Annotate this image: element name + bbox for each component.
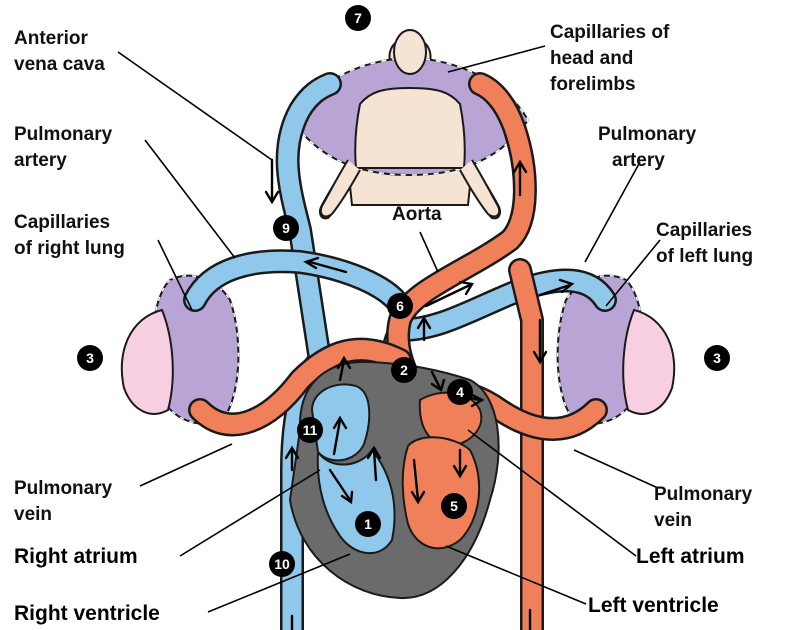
label-pulmonary-artery-left: Pulmonary artery: [14, 124, 113, 171]
label-pulmonary-vein-right: Pulmonary vein: [654, 484, 753, 531]
svg-text:7: 7: [354, 10, 362, 26]
step-badge-3-right: 3: [704, 345, 730, 371]
anterior-vena-cava-vessel: [275, 72, 342, 630]
leader-lines: [117, 45, 661, 613]
svg-text:Capillaries: Capillaries: [14, 212, 110, 233]
step-badge-11: 11: [297, 417, 323, 443]
svg-text:Capillaries of: Capillaries of: [550, 22, 670, 43]
step-badge-4: 4: [447, 379, 473, 405]
step-badge-1: 1: [355, 511, 381, 537]
svg-text:Pulmonary: Pulmonary: [14, 124, 113, 145]
svg-text:2: 2: [400, 362, 408, 378]
svg-text:5: 5: [450, 498, 458, 514]
svg-text:10: 10: [274, 556, 290, 572]
svg-text:9: 9: [282, 220, 290, 236]
svg-text:artery: artery: [14, 150, 67, 171]
label-right-atrium: Right atrium: [14, 545, 138, 568]
step-badge-6: 6: [387, 293, 413, 319]
step-badge-3-left: 3: [77, 345, 103, 371]
left-lung: [622, 308, 676, 415]
svg-text:artery: artery: [612, 150, 665, 171]
svg-text:vein: vein: [654, 510, 692, 531]
svg-text:Anterior: Anterior: [14, 28, 89, 49]
step-badge-9: 9: [273, 215, 299, 241]
label-aorta: Aorta: [392, 204, 442, 225]
label-capillaries-head: Capillaries of head and forelimbs: [550, 22, 670, 95]
label-pulmonary-artery-right: Pulmonary artery: [598, 124, 697, 171]
svg-text:of right lung: of right lung: [14, 238, 125, 259]
svg-text:Pulmonary: Pulmonary: [654, 484, 753, 505]
svg-text:Pulmonary: Pulmonary: [598, 124, 697, 145]
step-badge-10: 10: [269, 551, 295, 577]
left-ventricle-chamber: [401, 436, 481, 550]
svg-text:6: 6: [396, 298, 404, 314]
label-right-ventricle: Right ventricle: [14, 602, 160, 625]
flow-arrows: [264, 158, 575, 630]
svg-text:head and: head and: [550, 48, 633, 69]
svg-text:Capillaries: Capillaries: [656, 220, 752, 241]
right-lung: [120, 308, 174, 415]
svg-text:1: 1: [364, 516, 372, 532]
label-left-atrium: Left atrium: [636, 545, 745, 568]
svg-text:vein: vein: [14, 504, 52, 525]
svg-text:3: 3: [713, 350, 721, 366]
step-badge-7: 7: [345, 5, 371, 31]
step-badge-5: 5: [441, 493, 467, 519]
svg-text:4: 4: [456, 384, 464, 400]
svg-text:of left lung: of left lung: [656, 246, 753, 267]
svg-text:3: 3: [86, 350, 94, 366]
svg-text:11: 11: [303, 422, 318, 438]
step-badge-2: 2: [391, 357, 417, 383]
label-pulmonary-vein-left: Pulmonary vein: [14, 478, 113, 525]
label-left-ventricle: Left ventricle: [588, 594, 719, 617]
svg-text:forelimbs: forelimbs: [550, 74, 636, 95]
label-capillaries-right-lung: Capillaries of right lung: [14, 212, 125, 259]
label-capillaries-left-lung: Capillaries of left lung: [656, 220, 753, 267]
svg-text:Pulmonary: Pulmonary: [14, 478, 113, 499]
svg-text:vena cava: vena cava: [14, 54, 105, 75]
human-torso: [319, 29, 501, 218]
label-anterior-vena-cava: Anterior vena cava: [14, 28, 105, 75]
